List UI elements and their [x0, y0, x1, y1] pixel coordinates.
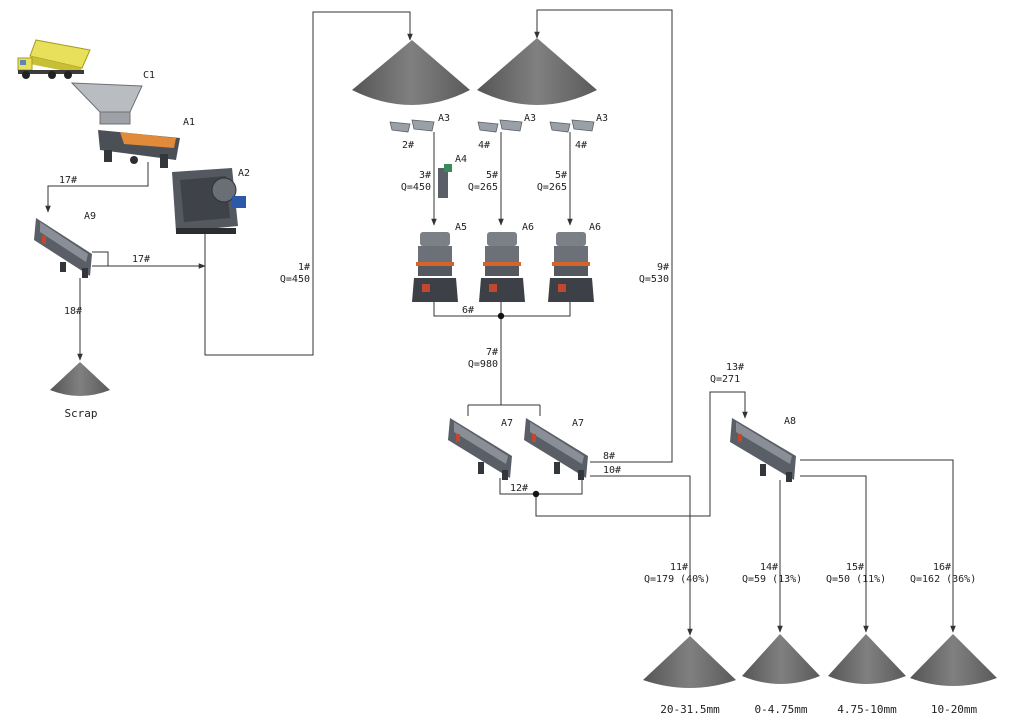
label-a3-left: A3 [438, 113, 451, 124]
stream-label-16-q: Q=162 (36%) [910, 574, 977, 585]
scrap-pile [50, 362, 110, 396]
product-label-scrap: Scrap [64, 407, 98, 420]
product-label-4-75-10: 4.75-10mm [837, 703, 897, 716]
cone-crusher-a6-left-icon [479, 232, 525, 302]
stream-label-12: 12# [510, 483, 529, 494]
feeder-a3-mid-icon [477, 119, 523, 133]
stream-label-2: 2# [402, 140, 415, 151]
cone-crusher-a5-icon [412, 232, 458, 302]
feeder-a3-right-icon [549, 119, 595, 133]
stream-label-4-right: 4# [575, 140, 588, 151]
label-a7-right: A7 [572, 418, 585, 429]
stream-17-top [45, 162, 149, 213]
stream-label-13: 13# [726, 362, 745, 373]
label-a3-right: A3 [596, 113, 609, 124]
vibrating-screen-a8-icon [730, 418, 796, 482]
label-a1: A1 [183, 117, 196, 128]
label-a7-left: A7 [501, 418, 514, 429]
stream-label-9: 9# [656, 262, 669, 273]
stream-label-17-right: 17# [132, 254, 151, 265]
stream-label-5-mid: 5# [485, 170, 498, 181]
junction-dots [497, 312, 540, 498]
product-pile-3 [828, 634, 906, 684]
stockpile-cone-right [477, 38, 597, 105]
stream-label-14-q: Q=59 (13%) [742, 574, 803, 585]
label-a8: A8 [784, 416, 797, 427]
stream-label-9-q: Q=530 [638, 274, 669, 285]
junction-6 [497, 312, 505, 320]
stream-label-15: 15# [845, 562, 864, 573]
label-a5: A5 [455, 222, 468, 233]
label-a3-mid: A3 [524, 113, 537, 124]
cone-crusher-a6-right-icon [548, 232, 594, 302]
stream-1 [204, 11, 413, 356]
stream-16 [800, 459, 956, 633]
product-pile-4 [910, 634, 997, 686]
jaw-crusher-a2-icon [172, 168, 246, 234]
stream-label-18: 18# [64, 306, 83, 317]
product-pile-2 [742, 634, 820, 684]
stream-label-4-mid: 4# [478, 140, 491, 151]
label-a2: A2 [238, 168, 251, 179]
stream-label-17-top: 17# [59, 175, 78, 186]
dump-truck-icon [17, 39, 91, 79]
metal-detector-a4-icon [438, 164, 452, 198]
product-label-20-31-5: 20-31.5mm [660, 703, 720, 716]
vibrating-feeder-a1-icon [98, 130, 180, 168]
stream-label-5-mid-q: Q=265 [467, 182, 498, 193]
stream-label-5-right-q: Q=265 [536, 182, 567, 193]
stream-label-7-q: Q=980 [467, 359, 498, 370]
label-a6-right: A6 [589, 222, 602, 233]
stream-label-8: 8# [603, 451, 616, 462]
stream-15 [800, 475, 869, 633]
stream-label-3-q: Q=450 [400, 182, 431, 193]
product-label-0-4-75: 0-4.75mm [754, 703, 808, 716]
stream-label-10: 10# [603, 465, 622, 476]
product-label-10-20: 10-20mm [930, 703, 978, 716]
stream-label-16: 16# [932, 562, 951, 573]
vibrating-screen-a7-left-icon [448, 418, 512, 480]
feeder-a3-left-icon [389, 119, 435, 133]
flow-lines [45, 9, 956, 636]
label-a6-left: A6 [522, 222, 535, 233]
stockpile-cone-left [352, 40, 470, 105]
stream-label-15-q: Q=50 (11%) [826, 574, 887, 585]
stream-9 [534, 9, 673, 463]
stream-10 [590, 475, 693, 636]
vibrating-screens [448, 418, 796, 482]
label-a4: A4 [455, 154, 468, 165]
vibrating-screen-a7-right-icon [524, 418, 588, 480]
stream-label-11-q: Q=179 (40%) [644, 574, 711, 585]
stream-label-14: 14# [759, 562, 778, 573]
feeders-a3 [389, 119, 595, 133]
stream-label-11: 11# [669, 562, 688, 573]
cone-crushers [412, 232, 594, 302]
stream-label-6: 6# [462, 305, 475, 316]
stream-label-3: 3# [418, 170, 431, 181]
product-pile-1 [643, 636, 736, 688]
stream-label-7: 7# [485, 347, 498, 358]
stream-label-1: 1# [297, 262, 310, 273]
stream-label-1-q: Q=450 [279, 274, 310, 285]
junction-12 [532, 490, 540, 498]
stream-label-13-q: Q=271 [710, 374, 741, 385]
label-a9: A9 [84, 211, 97, 222]
vibrating-screen-a9-icon [34, 218, 92, 278]
hopper-c1-icon [70, 82, 143, 125]
stream-label-5-right: 5# [554, 170, 567, 181]
label-c1: C1 [143, 70, 156, 81]
stream-12 [499, 478, 583, 495]
stockpiles [50, 38, 997, 688]
